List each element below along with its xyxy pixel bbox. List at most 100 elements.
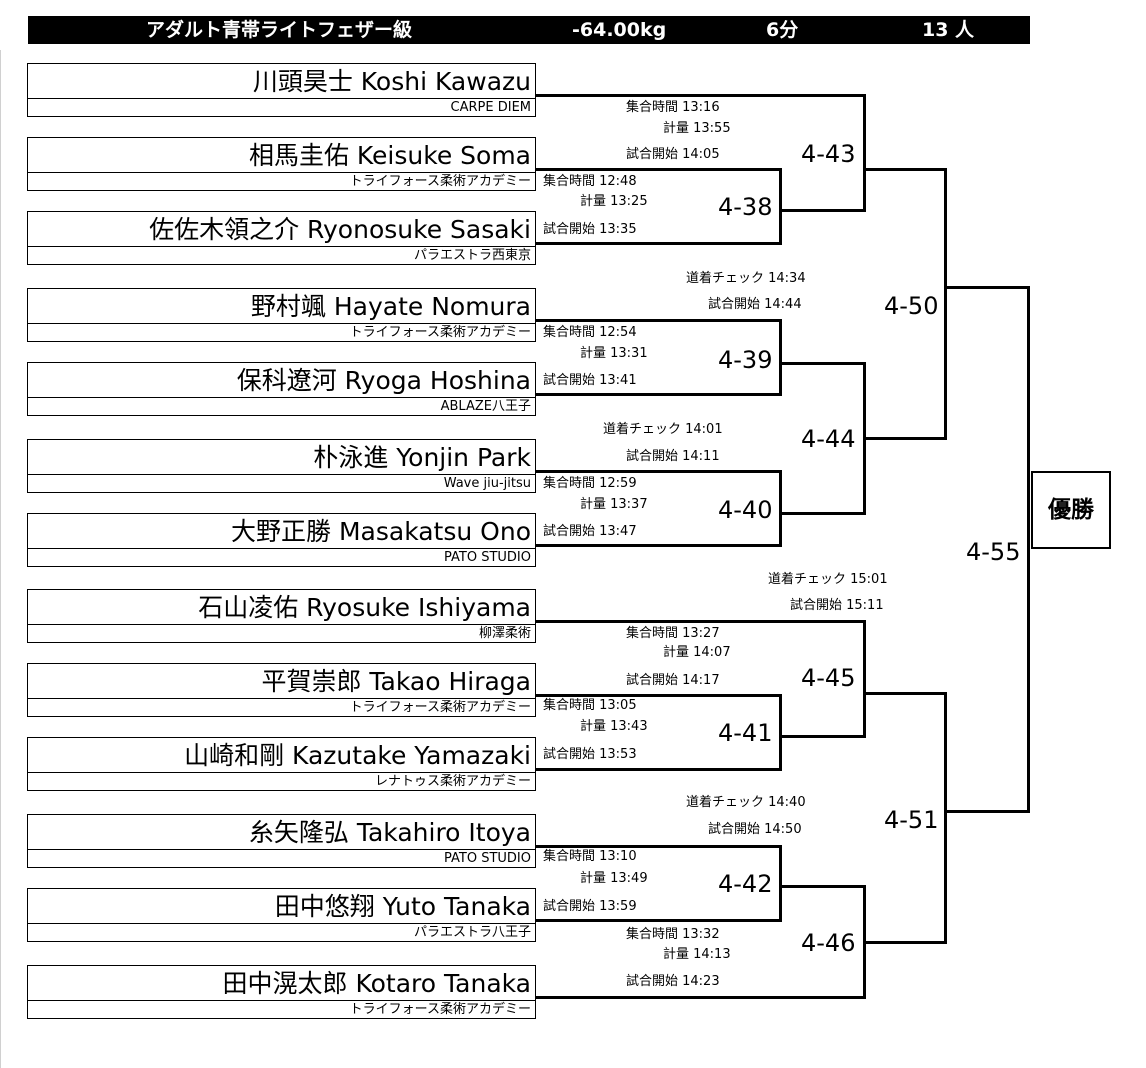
match-number-4-40: 4-40: [718, 496, 773, 524]
competitor-name-1: 川頭昊士 Koshi Kawazu: [27, 63, 536, 99]
bracket-line: [944, 286, 1030, 289]
bracket-line: [779, 209, 866, 212]
weight-limit: -64.00kg: [572, 19, 667, 41]
competitor-team-11: PATO STUDIO: [27, 849, 536, 868]
bracket-line: [863, 692, 947, 695]
bracket-line: [536, 94, 866, 97]
competitor-name-13: 田中滉太郎 Kotaro Tanaka: [27, 965, 536, 1001]
competitor-name-12: 田中悠翔 Yuto Tanaka: [27, 888, 536, 924]
champion-box: 優勝: [1031, 471, 1111, 549]
competitor-name-7: 大野正勝 Masakatsu Ono: [27, 513, 536, 549]
bracket-line: [863, 94, 866, 212]
bracket-line: [536, 242, 782, 245]
match-info-4-44-start: 試合開始 14:11: [626, 449, 720, 464]
bracket-line: [536, 996, 866, 999]
competitor-team-10: レナトゥス柔術アカデミー: [27, 772, 536, 791]
bracket-line: [779, 319, 782, 396]
match-info-4-45-start: 試合開始 14:17: [626, 673, 720, 688]
bracket-line: [536, 845, 782, 848]
bracket-line: [779, 845, 782, 922]
match-info-4-41-weigh-in: 計量 13:43: [580, 719, 648, 734]
match-info-4-39-assembly: 集合時間 12:54: [543, 325, 637, 340]
competitor-name-5: 保科遼河 Ryoga Hoshina: [27, 362, 536, 398]
match-info-4-43-start: 試合開始 14:05: [626, 147, 720, 162]
match-number-4-43: 4-43: [801, 140, 856, 168]
bracket-line: [1027, 286, 1030, 813]
competitor-team-1: CARPE DIEM: [27, 98, 536, 117]
competitor-name-4: 野村颯 Hayate Nomura: [27, 288, 536, 324]
match-info-4-55-start: 試合開始 15:11: [790, 598, 884, 613]
bracket-line: [863, 168, 947, 171]
division-header: アダルト青帯ライトフェザー級 -64.00kg 6分 13 人: [28, 16, 1030, 44]
match-info-4-41-assembly: 集合時間 13:05: [543, 698, 637, 713]
bracket-line: [779, 885, 866, 888]
bracket-line: [944, 168, 947, 440]
match-info-4-46-assembly: 集合時間 13:32: [626, 927, 720, 942]
competitor-team-4: トライフォース柔術アカデミー: [27, 323, 536, 342]
match-info-4-50-gi-check: 道着チェック 14:34: [686, 271, 806, 286]
division-name: アダルト青帯ライトフェザー級: [146, 19, 413, 41]
page-border: [0, 50, 1, 1068]
match-number-4-51: 4-51: [884, 806, 939, 834]
match-info-4-43-weigh-in: 計量 13:55: [663, 121, 731, 136]
bracket-line: [944, 692, 947, 944]
match-number-4-44: 4-44: [801, 425, 856, 453]
match-info-4-42-weigh-in: 計量 13:49: [580, 871, 648, 886]
competitor-name-10: 山崎和剛 Kazutake Yamazaki: [27, 737, 536, 773]
match-info-4-40-start: 試合開始 13:47: [543, 524, 637, 539]
bracket-line: [863, 620, 866, 738]
match-info-4-39-weigh-in: 計量 13:31: [580, 346, 648, 361]
match-info-4-40-weigh-in: 計量 13:37: [580, 497, 648, 512]
match-number-4-41: 4-41: [718, 719, 773, 747]
match-duration: 6分: [766, 19, 799, 41]
bracket-line: [536, 393, 782, 396]
match-info-4-45-weigh-in: 計量 14:07: [663, 645, 731, 660]
competitor-name-2: 相馬圭佑 Keisuke Soma: [27, 137, 536, 173]
match-info-4-43-assembly: 集合時間 13:16: [626, 100, 720, 115]
bracket-line: [536, 319, 782, 322]
competitor-team-6: Wave jiu-jitsu: [27, 474, 536, 493]
bracket-line: [779, 362, 866, 365]
match-number-4-39: 4-39: [718, 346, 773, 374]
match-info-4-38-start: 試合開始 13:35: [543, 222, 637, 237]
match-info-4-50-start: 試合開始 14:44: [708, 297, 802, 312]
match-info-4-40-assembly: 集合時間 12:59: [543, 476, 637, 491]
bracket-line: [536, 620, 866, 623]
match-number-4-45: 4-45: [801, 664, 856, 692]
bracket-line: [779, 694, 782, 771]
bracket-line: [536, 544, 782, 547]
competitor-team-12: パラエストラ八王子: [27, 923, 536, 942]
match-info-4-55-gi-check: 道着チェック 15:01: [768, 572, 888, 587]
bracket-line: [944, 810, 1030, 813]
match-info-4-38-assembly: 集合時間 12:48: [543, 174, 637, 189]
competitor-team-5: ABLAZE八王子: [27, 397, 536, 416]
competitor-team-9: トライフォース柔術アカデミー: [27, 698, 536, 717]
competitor-team-8: 柳澤柔術: [27, 624, 536, 643]
bracket-line: [536, 768, 782, 771]
competitor-name-9: 平賀崇郎 Takao Hiraga: [27, 663, 536, 699]
match-info-4-39-start: 試合開始 13:41: [543, 373, 637, 388]
match-number-4-38: 4-38: [718, 193, 773, 221]
match-number-4-55: 4-55: [966, 538, 1021, 566]
bracket-line: [863, 941, 947, 944]
competitor-count: 13 人: [922, 19, 975, 41]
bracket-line: [536, 470, 782, 473]
bracket-line: [863, 437, 947, 440]
match-number-4-46: 4-46: [801, 929, 856, 957]
bracket-line: [779, 168, 782, 245]
competitor-team-13: トライフォース柔術アカデミー: [27, 1000, 536, 1019]
match-number-4-42: 4-42: [718, 870, 773, 898]
bracket-line: [779, 512, 866, 515]
match-info-4-44-gi-check: 道着チェック 14:01: [603, 422, 723, 437]
match-info-4-46-weigh-in: 計量 14:13: [663, 947, 731, 962]
match-info-4-42-start: 試合開始 13:59: [543, 899, 637, 914]
competitor-team-7: PATO STUDIO: [27, 548, 536, 567]
match-info-4-38-weigh-in: 計量 13:25: [580, 194, 648, 209]
match-info-4-45-assembly: 集合時間 13:27: [626, 626, 720, 641]
bracket-line: [536, 694, 782, 697]
competitor-name-6: 朴泳進 Yonjin Park: [27, 439, 536, 475]
bracket-line: [779, 735, 866, 738]
competitor-team-3: パラエストラ西東京: [27, 246, 536, 265]
match-info-4-41-start: 試合開始 13:53: [543, 747, 637, 762]
bracket-line: [536, 168, 782, 171]
